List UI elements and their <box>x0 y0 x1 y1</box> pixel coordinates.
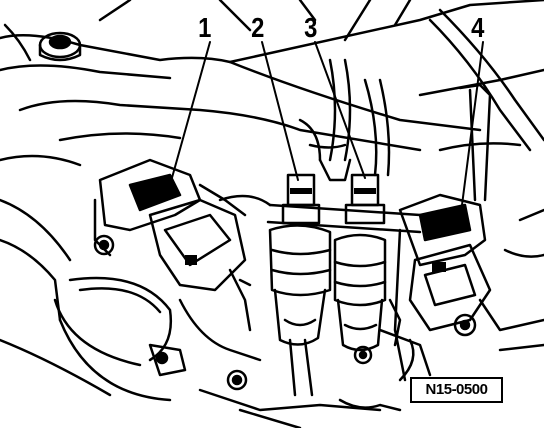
callout-label-1: 1 <box>198 12 212 43</box>
component-2-injector <box>268 173 332 397</box>
component-4-connector <box>393 83 492 382</box>
intake-pipe <box>0 198 187 402</box>
component-3-injector <box>333 173 387 365</box>
leader-line-1 <box>167 41 211 193</box>
figure-reference-box: N15-0500 <box>410 377 503 403</box>
component-1-sensor-connector <box>93 158 272 332</box>
callout-label-2: 2 <box>251 12 265 43</box>
bolt-top-left <box>38 31 82 62</box>
callout-label-3: 3 <box>304 12 318 43</box>
leader-line-3 <box>314 41 366 179</box>
leader-line-4 <box>461 41 484 206</box>
hoses <box>298 8 544 177</box>
callout-label-4: 4 <box>471 12 485 43</box>
lower-structure <box>178 208 544 428</box>
leader-lines <box>167 41 484 206</box>
fuel-rail <box>266 143 422 234</box>
leader-line-2 <box>261 41 299 181</box>
